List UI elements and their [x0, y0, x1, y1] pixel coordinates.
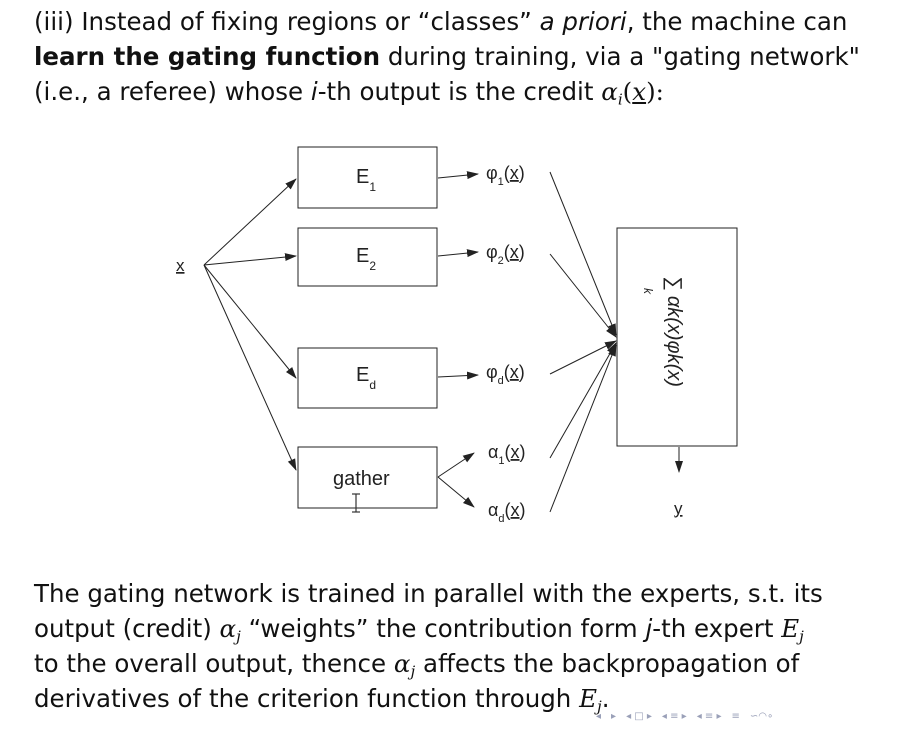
intro-paragraph: (iii) Instead of fixing regions or “clas… — [34, 4, 894, 109]
nav-toc-icon[interactable]: ≡ — [731, 710, 740, 722]
nav-frame-icon[interactable]: ◂ □ ▸ — [626, 710, 652, 722]
nav-section-icon[interactable]: ◂ ≡ ▸ — [696, 710, 722, 722]
outro-paragraph: The gating network is trained in paralle… — [34, 576, 894, 716]
phi-d-label: φd(x) — [486, 362, 525, 387]
expert-output-arrows — [437, 171, 479, 380]
svg-text:E1: E1 — [356, 166, 376, 194]
phi-1-label: φ1(x) — [486, 163, 525, 188]
intro-line-3: (i.e., a referee) whose i-th output is t… — [34, 77, 664, 109]
combiner-input-arrows — [549, 171, 617, 513]
combiner-box: ∑ αk(x)φk(x) k — [616, 227, 738, 447]
nav-prev-icon[interactable]: ▸ — [611, 710, 617, 722]
gating-output-arrows — [437, 452, 475, 508]
outro-line-1: The gating network is trained in paralle… — [34, 579, 823, 608]
slide-navigation: ◂ ▸ ◂ □ ▸ ◂ ≡ ▸ ◂ ≡ ▸ ≡ ∽◠∘ — [596, 704, 914, 728]
outro-line-2: output (credit) αj “weights” the contrib… — [34, 614, 804, 646]
svg-text:E2: E2 — [356, 245, 376, 273]
expert-box-1: E1 — [297, 146, 438, 209]
mixture-of-experts-diagram: x E1 E2 Ed gather — [176, 146, 738, 525]
output-y-label: y — [674, 499, 683, 518]
svg-text:∑ αk(x)φk(x): ∑ αk(x)φk(x) — [663, 276, 685, 387]
nav-first-icon[interactable]: ◂ — [596, 710, 602, 722]
expert-box-2: E2 — [297, 227, 438, 287]
nav-subsection-icon[interactable]: ◂ ≡ ▸ — [661, 710, 687, 722]
alpha-d-label: αd(x) — [488, 500, 526, 525]
expert-box-d: Ed — [297, 347, 438, 409]
intro-line-1: (iii) Instead of fixing regions or “clas… — [34, 7, 848, 36]
svg-text:Ed: Ed — [356, 364, 376, 392]
credit-alpha: αi(x): — [601, 77, 664, 109]
intro-line-2: learn the gating function during trainin… — [34, 42, 860, 71]
svg-text:gather: gather — [333, 468, 390, 490]
input-x-label: x — [176, 256, 185, 275]
nav-search-icon[interactable]: ∽◠∘ — [749, 710, 774, 722]
text-cursor-icon — [352, 493, 360, 513]
outro-line-3: to the overall output, thence αj affects… — [34, 649, 800, 681]
phi-2-label: φ2(x) — [486, 242, 525, 267]
outro-line-4: derivatives of the criterion function th… — [34, 684, 610, 716]
gating-box: gather — [297, 446, 438, 513]
alpha-1-label: α1(x) — [488, 442, 526, 467]
input-arrows — [203, 178, 297, 471]
svg-text:k: k — [641, 288, 655, 295]
